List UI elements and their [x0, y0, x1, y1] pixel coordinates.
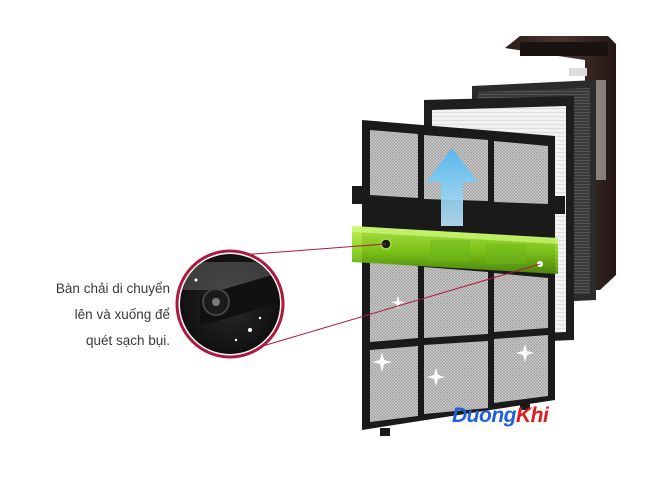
- caption-line: quét sạch bụi.: [85, 333, 170, 348]
- magnifier-icon: [175, 249, 285, 359]
- brush-bar: [352, 226, 558, 274]
- caption-line: Bàn chải di chuyển: [55, 281, 170, 296]
- caption: Bàn chải di chuyển lên và xuống để quét …: [20, 276, 170, 354]
- watermark-part: Khi: [515, 404, 549, 427]
- callout-lines: [239, 243, 541, 349]
- watermark-logo: DuongKhi: [452, 404, 549, 428]
- sparkles: [372, 296, 534, 386]
- up-arrow-icon: [426, 148, 478, 226]
- pre-filter: [352, 120, 565, 436]
- watermark-part: Duong: [452, 404, 516, 427]
- caption-line: lên và xuống để: [74, 307, 170, 322]
